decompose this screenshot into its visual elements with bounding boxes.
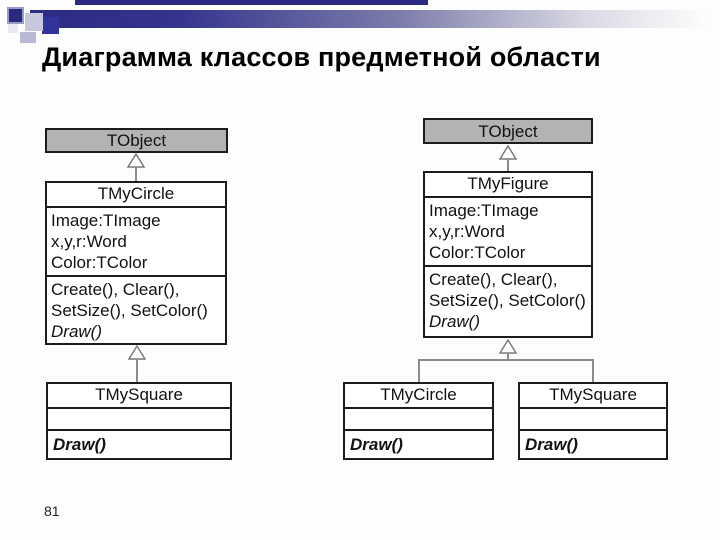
attribute: Color:TColor <box>429 243 526 262</box>
page-number: 81 <box>44 503 60 519</box>
class-attributes-empty <box>48 409 230 431</box>
class-box-tmycircle-right: TMyCircle Draw() <box>343 382 494 460</box>
class-box-tmysquare-right: TMySquare Draw() <box>518 382 668 460</box>
method: Create(), Clear(), <box>429 270 558 289</box>
class-name: TMySquare <box>520 384 666 409</box>
decor-square-lavender <box>25 13 43 31</box>
class-methods: Draw() <box>345 431 492 458</box>
connector-line <box>418 359 420 382</box>
class-attributes-empty <box>520 409 666 431</box>
method: SetSize(), SetColor() <box>51 301 208 320</box>
class-name: TMyCircle <box>47 183 225 208</box>
class-name: TMyFigure <box>425 173 591 198</box>
connector-line <box>507 159 509 171</box>
class-box-tmycircle-left: TMyCircle Image:TImage x,y,r:Word Color:… <box>45 181 227 345</box>
abstract-method: Draw() <box>51 322 102 341</box>
attribute: Color:TColor <box>51 253 148 272</box>
class-name: TObject <box>106 131 167 150</box>
class-attributes: Image:TImage x,y,r:Word Color:TColor <box>47 208 225 277</box>
class-attributes: Image:TImage x,y,r:Word Color:TColor <box>425 198 591 267</box>
attribute: Image:TImage <box>429 201 539 220</box>
attribute: Image:TImage <box>51 211 161 230</box>
connector-line <box>507 353 509 360</box>
inheritance-arrow-icon <box>499 145 517 160</box>
class-methods: Create(), Clear(), SetSize(), SetColor()… <box>47 277 225 343</box>
slide-title: Диаграмма классов предметной области <box>42 42 601 72</box>
abstract-method: Draw() <box>525 435 578 454</box>
attribute: x,y,r:Word <box>51 232 127 251</box>
top-accent-bar <box>75 0 428 5</box>
abstract-method: Draw() <box>350 435 403 454</box>
attribute: x,y,r:Word <box>429 222 505 241</box>
class-box-tobject-left: TObject <box>45 128 228 153</box>
class-attributes-empty <box>345 409 492 431</box>
class-name: TMyCircle <box>345 384 492 409</box>
decor-square-white <box>8 23 18 33</box>
method: Create(), Clear(), <box>51 280 180 299</box>
decor-square-lavender-small <box>20 32 36 43</box>
decor-square-navy-bordered <box>7 7 24 24</box>
class-box-tmyfigure: TMyFigure Image:TImage x,y,r:Word Color:… <box>423 171 593 338</box>
class-methods: Create(), Clear(), SetSize(), SetColor()… <box>425 267 591 336</box>
inheritance-arrow-icon <box>127 153 145 168</box>
inheritance-arrow-icon <box>499 339 517 354</box>
abstract-method: Draw() <box>429 312 480 331</box>
class-methods: Draw() <box>520 431 666 458</box>
method: SetSize(), SetColor() <box>429 291 586 310</box>
class-name: TObject <box>478 121 538 141</box>
connector-line <box>418 359 594 361</box>
gradient-title-bar <box>30 10 706 28</box>
class-methods: Draw() <box>48 431 230 458</box>
abstract-method: Draw() <box>53 435 106 454</box>
class-name: TMySquare <box>48 384 230 409</box>
class-box-tmysquare-left: TMySquare Draw() <box>46 382 232 460</box>
connector-line <box>135 167 137 181</box>
connector-line <box>136 359 138 382</box>
decor-square-navy <box>42 17 59 34</box>
inheritance-arrow-icon <box>128 345 146 360</box>
connector-line <box>592 359 594 382</box>
class-box-tobject-right: TObject <box>423 118 593 144</box>
